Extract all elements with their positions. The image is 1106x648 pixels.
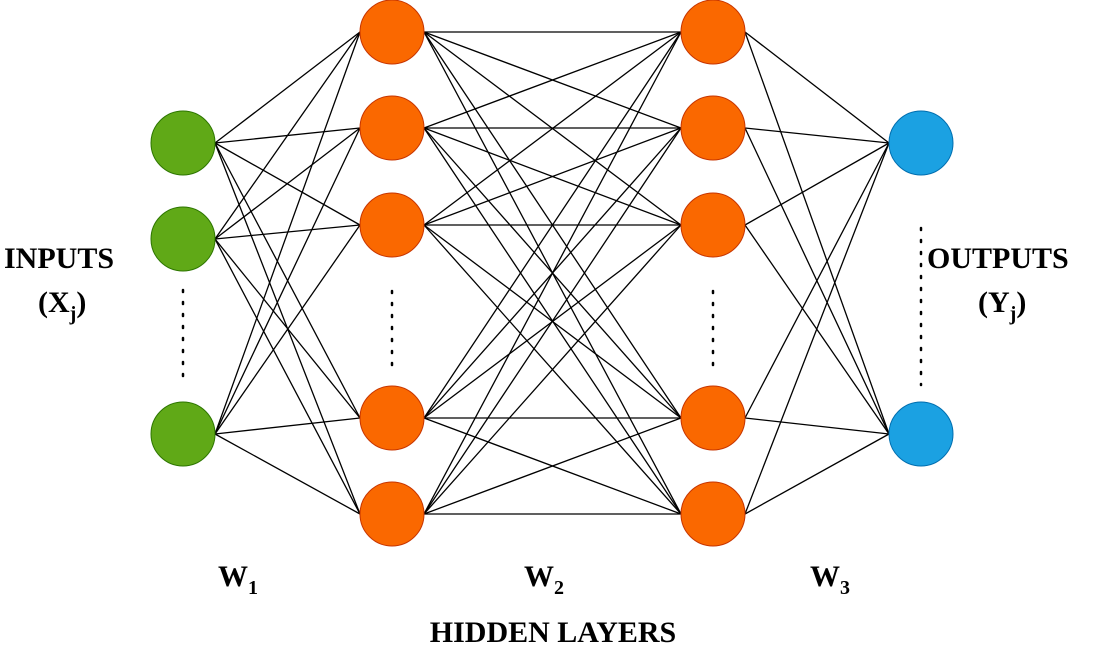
connection-line bbox=[744, 142, 890, 419]
hidden-2-node bbox=[680, 481, 746, 547]
outputs-node bbox=[888, 110, 954, 176]
connection-line bbox=[423, 224, 682, 515]
hidden-1-node bbox=[359, 385, 425, 451]
connections bbox=[214, 31, 890, 515]
weight-label-w2: W2 bbox=[524, 560, 564, 599]
connection-line bbox=[214, 224, 361, 435]
ellipsis-dots bbox=[181, 226, 923, 387]
connection-line bbox=[423, 127, 682, 515]
connection-line bbox=[423, 31, 682, 419]
connection-line bbox=[214, 31, 361, 240]
hidden-1-node bbox=[359, 0, 425, 65]
connection-line bbox=[744, 142, 890, 226]
connection-line bbox=[744, 433, 890, 515]
connection-line bbox=[744, 417, 890, 435]
connection-line bbox=[744, 127, 890, 144]
connection-line bbox=[214, 417, 361, 435]
connection-line bbox=[744, 142, 890, 515]
connection-line bbox=[214, 433, 361, 515]
nodes bbox=[150, 0, 954, 547]
connection-line bbox=[744, 31, 890, 144]
hidden-2-node bbox=[680, 95, 746, 161]
outputs-node bbox=[888, 401, 954, 467]
inputs-variable: (Xj) bbox=[38, 286, 86, 325]
inputs-node bbox=[150, 110, 216, 176]
hidden-layers-label: HIDDEN LAYERS bbox=[430, 616, 676, 648]
connection-line bbox=[423, 127, 682, 226]
connection-line bbox=[214, 31, 361, 435]
inputs-node bbox=[150, 206, 216, 272]
connection-line bbox=[423, 31, 682, 515]
hidden-1-node bbox=[359, 481, 425, 547]
connection-line bbox=[423, 31, 682, 129]
outputs-variable: (Yj) bbox=[978, 286, 1026, 325]
inputs-node bbox=[150, 401, 216, 467]
connection-line bbox=[214, 127, 361, 240]
hidden-2-node bbox=[680, 0, 746, 65]
hidden-2-node bbox=[680, 385, 746, 451]
hidden-2-node bbox=[680, 192, 746, 258]
hidden-1-node bbox=[359, 95, 425, 161]
connection-line bbox=[214, 127, 361, 435]
outputs-label: OUTPUTS bbox=[927, 242, 1069, 275]
connection-line bbox=[214, 31, 361, 144]
connection-line bbox=[214, 238, 361, 515]
inputs-label: INPUTS bbox=[4, 242, 114, 275]
connection-line bbox=[423, 31, 682, 226]
hidden-1-node bbox=[359, 192, 425, 258]
connection-line bbox=[423, 417, 682, 515]
weight-label-w3: W3 bbox=[810, 560, 850, 599]
weight-label-w1: W1 bbox=[218, 560, 258, 599]
connection-line bbox=[744, 31, 890, 435]
